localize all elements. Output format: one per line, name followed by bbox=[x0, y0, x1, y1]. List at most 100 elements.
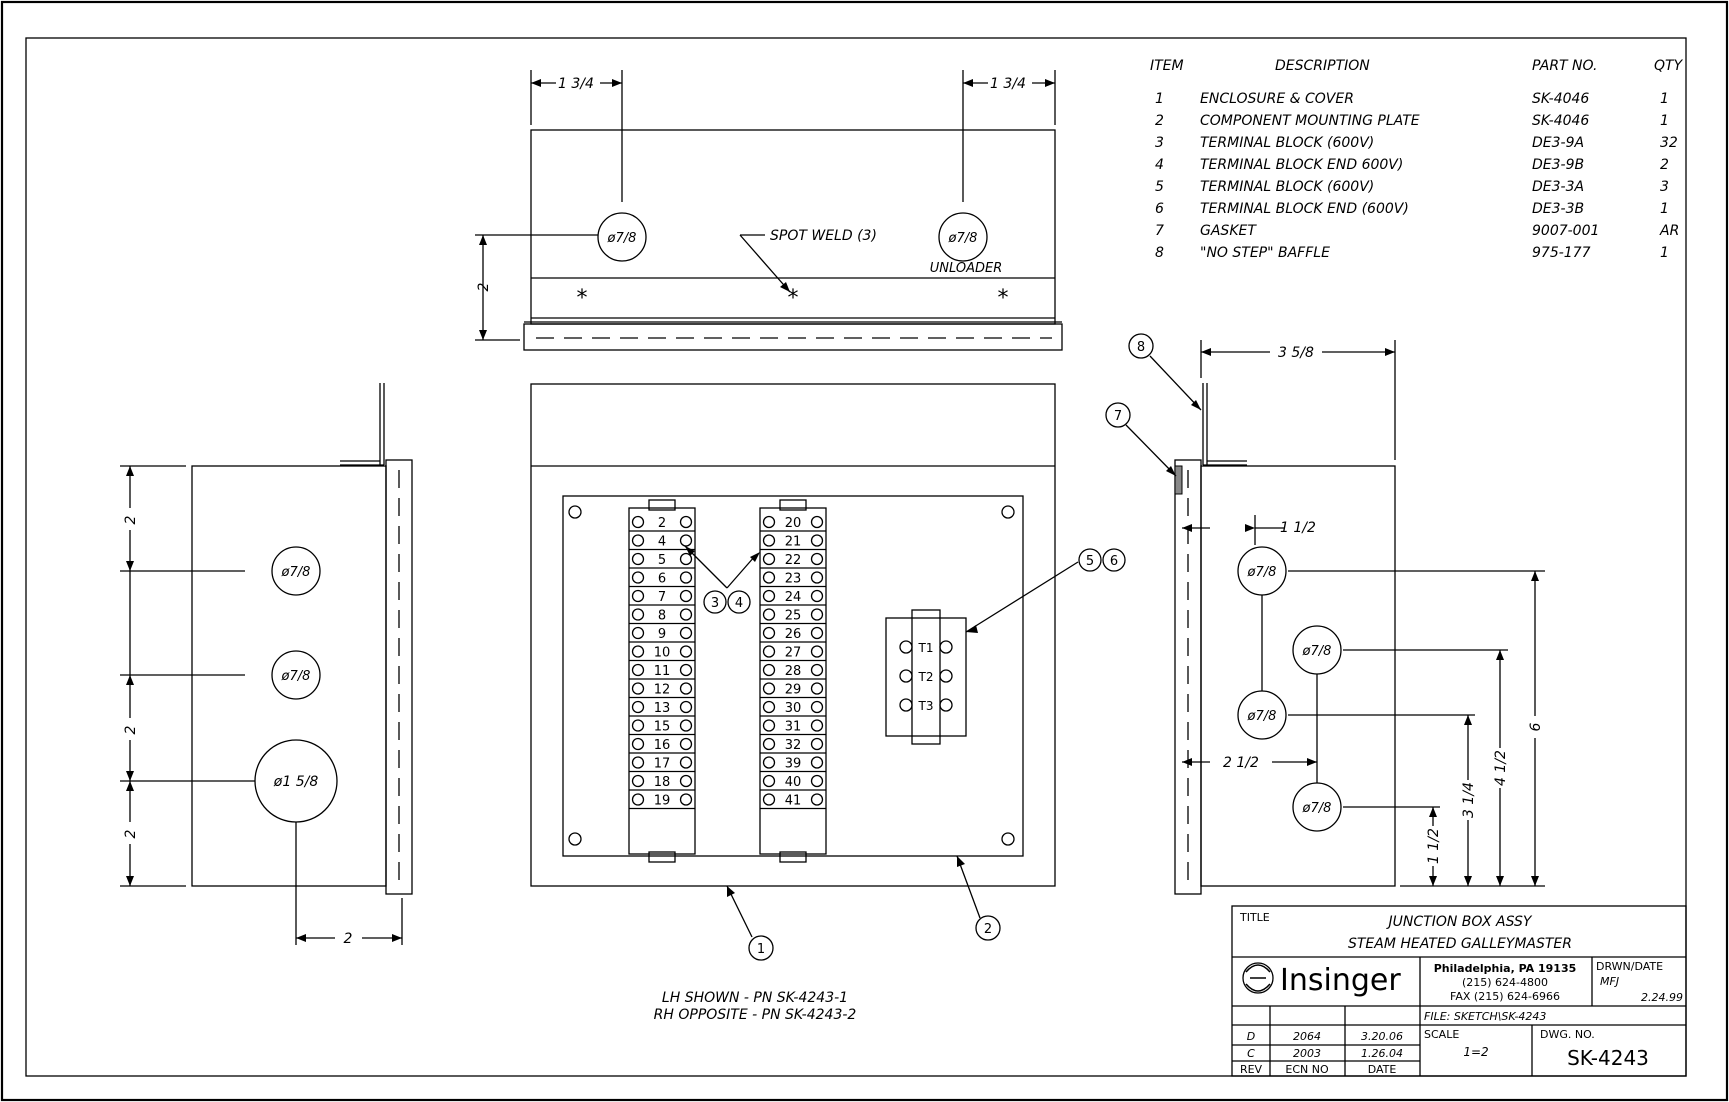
part-row-part-no: DE3-3B bbox=[1532, 201, 1584, 217]
terminal-screw bbox=[810, 756, 824, 769]
terminal-number: 40 bbox=[785, 775, 802, 790]
terminal-screw bbox=[631, 793, 645, 806]
terminal-screw bbox=[631, 608, 645, 621]
terminal-screw bbox=[810, 589, 824, 603]
terminal-number: 20 bbox=[785, 516, 802, 531]
part-row-qty: AR bbox=[1659, 223, 1679, 239]
right-dim-2-1-2: 2 1/2 bbox=[1223, 755, 1259, 771]
top-hole-right-label: ø7/8 bbox=[948, 231, 978, 246]
terminal-number: 16 bbox=[654, 738, 671, 753]
terminal-screw bbox=[679, 774, 693, 788]
terminal-number: 4 bbox=[658, 535, 666, 550]
part-row-part-no: DE3-9A bbox=[1532, 135, 1584, 151]
terminal-screw bbox=[631, 774, 645, 788]
ecn-header: ECN NO bbox=[1285, 1063, 1329, 1076]
part-row-description: TERMINAL BLOCK END (600V) bbox=[1200, 201, 1409, 217]
terminal-screw bbox=[762, 719, 776, 732]
part-row-qty: 3 bbox=[1660, 179, 1669, 195]
dwg-no: SK-4243 bbox=[1567, 1046, 1649, 1070]
part-row-item: 4 bbox=[1155, 157, 1164, 173]
balloon-3: 3 bbox=[711, 596, 719, 611]
terminal-screw bbox=[631, 737, 645, 751]
top-hole-left bbox=[597, 212, 647, 262]
terminal-screw bbox=[631, 626, 645, 640]
file-path: FILE: SKETCH\SK-4243 bbox=[1424, 1010, 1546, 1023]
right-dim-v-4-1-2: 4 1/2 bbox=[1493, 750, 1509, 786]
right-dim-v-1-1-2: 1 1/2 bbox=[1426, 828, 1442, 864]
terminal-screw bbox=[631, 534, 645, 547]
terminal-number: 25 bbox=[785, 609, 802, 624]
scale-value: 1=2 bbox=[1463, 1045, 1488, 1059]
terminal-number: 18 bbox=[654, 775, 671, 790]
terminal-screw bbox=[679, 737, 693, 751]
terminal-screw bbox=[631, 719, 645, 732]
balloon-8: 8 bbox=[1137, 340, 1145, 355]
title-block: TITLE JUNCTION BOX ASSY STEAM HEATED GAL… bbox=[1231, 905, 1687, 1077]
right-hole4-label: ø7/8 bbox=[1302, 801, 1332, 816]
left-dim-v2: 2 bbox=[123, 725, 139, 734]
rev-d: D bbox=[1247, 1030, 1255, 1043]
title-line1: JUNCTION BOX ASSY bbox=[1386, 914, 1533, 930]
right-side-view: 3 5/8 8 7 1 1/2 ø7/8 ø7/8 ø7/8 ø7/8 2 bbox=[1105, 333, 1545, 895]
part-row-qty: 1 bbox=[1660, 245, 1669, 261]
header-item: ITEM bbox=[1150, 58, 1184, 74]
t-terminal-label: T1 bbox=[918, 641, 934, 655]
terminal-number: 27 bbox=[785, 646, 802, 661]
part-row-item: 3 bbox=[1155, 135, 1164, 151]
left-hole3-label: ø1 5/8 bbox=[273, 774, 319, 790]
terminal-screw bbox=[762, 552, 776, 566]
terminal-screw bbox=[679, 793, 693, 806]
rev-c: C bbox=[1247, 1047, 1255, 1060]
dwg-no-label: DWG. NO. bbox=[1540, 1028, 1595, 1041]
terminal-number: 39 bbox=[785, 757, 802, 772]
left-dim-v3: 2 bbox=[123, 829, 139, 838]
company-phone: (215) 624-4800 bbox=[1462, 976, 1548, 989]
note-lh-shown: LH SHOWN - PN SK-4243-1 bbox=[662, 990, 848, 1006]
left-hole2-label: ø7/8 bbox=[281, 669, 311, 684]
terminal-number: 10 bbox=[654, 646, 671, 661]
left-dim-v1: 2 bbox=[123, 515, 139, 524]
left-hole1-label: ø7/8 bbox=[281, 565, 311, 580]
terminal-number: 7 bbox=[658, 590, 666, 605]
terminal-screw bbox=[631, 682, 645, 695]
terminal-number: 12 bbox=[654, 683, 671, 698]
terminal-screw bbox=[762, 700, 776, 714]
terminal-screw bbox=[810, 774, 824, 788]
weld-mark-center: * bbox=[788, 286, 799, 311]
top-view: 1 3/4 1 3/4 ø7/8 ø7/8 2 SPOT WELD (3) * … bbox=[475, 70, 1063, 351]
terminal-screw bbox=[679, 700, 693, 714]
terminal-screw bbox=[631, 552, 645, 566]
date-header: DATE bbox=[1368, 1063, 1397, 1076]
terminal-number: 15 bbox=[654, 720, 671, 735]
t-terminal-screw bbox=[899, 669, 913, 683]
part-row-qty: 1 bbox=[1660, 113, 1669, 129]
t-terminal-label: T2 bbox=[918, 670, 934, 684]
terminal-screw bbox=[810, 571, 824, 584]
terminal-screw bbox=[762, 589, 776, 603]
terminal-screw bbox=[631, 663, 645, 677]
rev-header: REV bbox=[1240, 1063, 1263, 1076]
terminal-screw bbox=[810, 700, 824, 714]
terminal-number: 24 bbox=[785, 590, 802, 605]
top-hole-left-label: ø7/8 bbox=[607, 231, 637, 246]
part-row-description: GASKET bbox=[1200, 223, 1257, 239]
part-row-item: 2 bbox=[1155, 113, 1164, 129]
part-row-part-no: SK-4046 bbox=[1532, 113, 1589, 129]
right-dim-width: 3 5/8 bbox=[1278, 345, 1314, 361]
top-dim-height: 2 bbox=[476, 282, 492, 291]
part-row-part-no: SK-4046 bbox=[1532, 91, 1589, 107]
terminal-screw bbox=[679, 626, 693, 640]
t-terminal-block bbox=[885, 617, 967, 737]
terminal-screw bbox=[810, 793, 824, 806]
strip-end-cap bbox=[648, 499, 676, 511]
terminal-number: 9 bbox=[658, 627, 666, 642]
t-terminal-screw bbox=[939, 640, 953, 654]
note-rh-opposite: RH OPPOSITE - PN SK-4243-2 bbox=[654, 1007, 857, 1023]
part-row-item: 8 bbox=[1155, 245, 1164, 261]
terminal-screw bbox=[762, 515, 776, 529]
drwn-date-label: DRWN/DATE bbox=[1596, 960, 1663, 973]
terminal-screw bbox=[679, 515, 693, 529]
